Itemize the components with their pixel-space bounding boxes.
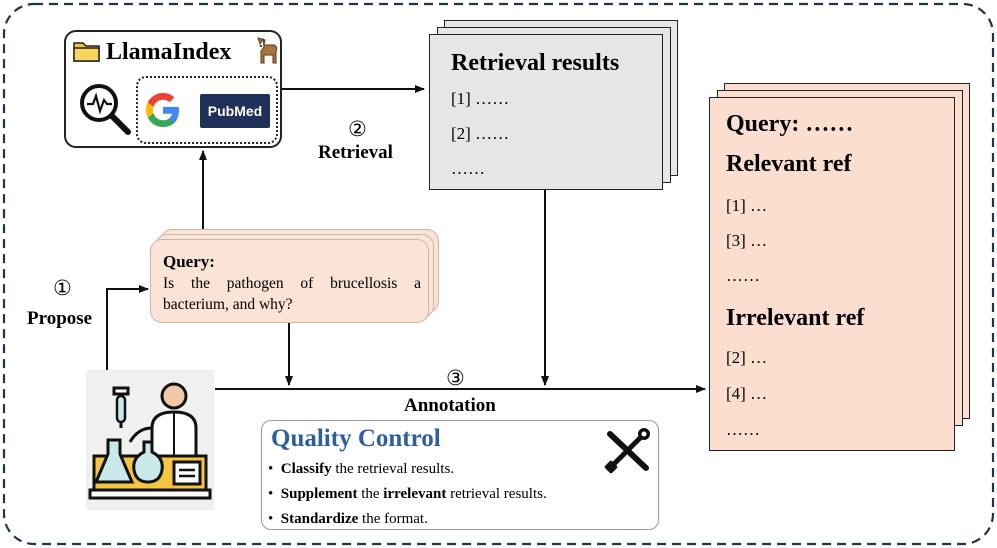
propose-label: Propose [27,308,93,329]
relevant-item-3: [3] … [726,231,768,250]
magnifier-pulse-icon [80,84,131,135]
qc-item-2: • Supplement the irrelevant retrieval re… [268,485,547,503]
query-text: Is the pathogen of brucellosis a bacteri… [163,275,421,313]
llamaindex-box [64,30,282,148]
pubmed-logo: PubMed [200,94,270,128]
qc-item-3: • Standardize the format. [268,510,428,528]
qc-item-3-bold: Standardize [280,511,359,527]
step-1-number: ① [53,276,72,300]
retrieval-card [429,34,663,190]
quality-control-title: Quality Control [271,425,441,452]
folder-icon [73,42,100,62]
retrieval-item-1: [1] …… [451,89,510,108]
retrieval-item-2: [2] …… [451,124,510,143]
wrench-screwdriver-icon [604,428,650,474]
irrelevant-item-more: …… [726,420,760,439]
google-logo [146,93,179,127]
qc-item-2-rest2: retrieval results. [446,486,547,502]
qc-bullet: • [268,511,281,527]
qc-bullet: • [268,486,281,502]
output-query: Query: …… [726,111,854,137]
quality-control-box [261,420,659,530]
qc-item-2-bold: Supplement [280,486,358,502]
irrelevant-ref-title: Irrelevant ref [726,305,865,331]
step-2-number: ② [348,117,367,141]
query-label: Query: [163,252,215,271]
qc-item-2-rest: the [357,486,384,502]
query-card [150,239,429,323]
llamaindex-title: LlamaIndex [106,39,232,65]
llama-icon [257,37,278,64]
retrieval-title: Retrieval results [451,50,620,76]
irrelevant-item-2: [2] … [726,348,768,367]
output-card [709,97,955,451]
relevant-item-more: …… [726,266,760,285]
retrieval-item-more: …… [451,159,485,178]
qc-item-1-bold: Classify [280,461,332,477]
step-3-number: ③ [446,366,465,390]
retrieval-label: Retrieval [318,142,393,163]
relevant-item-1: [1] … [726,196,768,215]
qc-item-1: • Classify the retrieval results. [268,460,454,478]
qc-item-1-rest: the retrieval results. [331,461,455,477]
arrow-researcher-to-query [106,285,149,370]
qc-item-2-bold2: irrelevant [383,486,447,502]
qc-item-3-rest: the format. [358,511,428,527]
sources-box [136,76,278,144]
qc-bullet: • [268,461,281,477]
irrelevant-item-4: [4] … [726,384,768,403]
scientist-lab-icon [86,370,214,510]
relevant-ref-title: Relevant ref [726,151,852,177]
annotation-label: Annotation [404,395,496,416]
